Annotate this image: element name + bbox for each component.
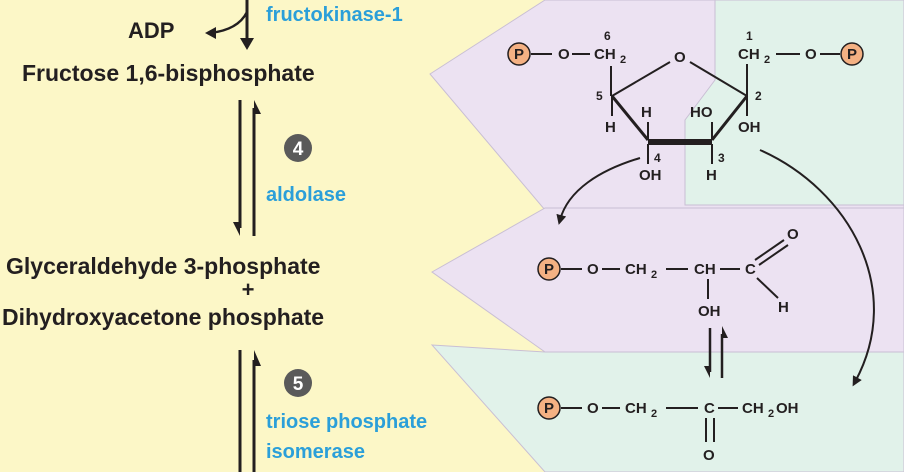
phosphate-p-dhap: P [544, 400, 554, 417]
ester-oxygen-c1: O [805, 46, 817, 63]
step4-number: 4 [293, 139, 304, 160]
g3p-aldehyde-c: C [745, 261, 756, 278]
bond [710, 95, 749, 141]
c3-ho-up: HO [690, 104, 713, 121]
step5-number: 5 [293, 374, 304, 395]
ester-oxygen-dhap: O [587, 400, 599, 417]
carbon-number-4: 4 [654, 151, 661, 165]
enzyme-fructokinase: fructokinase-1 [266, 4, 403, 26]
step4-forward-head [233, 222, 240, 236]
fructose-bisphosphate-label: Fructose 1,6-bisphosphate [22, 60, 315, 86]
top-arrow-head [240, 38, 254, 50]
c4-h-up: H [641, 104, 652, 121]
carbon-number-6: 6 [604, 29, 611, 43]
bond [756, 277, 779, 299]
ketone-side-panel [684, 0, 904, 206]
c2-oh: OH [738, 119, 761, 136]
step4-badge [284, 134, 312, 162]
phosphate-badge-c6 [507, 42, 531, 66]
c1-sub2: 2 [764, 54, 770, 66]
step5-badge [284, 369, 312, 397]
c6-sub2: 2 [620, 54, 626, 66]
g3p-oh: OH [698, 303, 721, 320]
carbon-number-3: 3 [718, 151, 725, 165]
step4-reverse-head [254, 100, 261, 114]
cleavage-arrow-to-dhap [759, 149, 875, 387]
enzyme-triose-isomerase-line1: triose phosphate [266, 411, 427, 433]
ester-oxygen-g3p: O [587, 261, 599, 278]
dhap-sub2: 2 [651, 408, 657, 420]
ester-oxygen-c6: O [558, 46, 570, 63]
dhap-ketone-c: C [704, 400, 715, 417]
g3p-sub2: 2 [651, 269, 657, 281]
dhap-label: Dihydroxyacetone phosphate [2, 304, 324, 330]
isomer-down-head [704, 366, 710, 378]
enzyme-triose-isomerase-line2: isomerase [266, 441, 365, 463]
phosphate-p-c6: P [514, 46, 524, 63]
c1-ch2: CH [738, 46, 760, 63]
isomer-up-head [722, 326, 728, 338]
c5-h-down: H [605, 119, 616, 136]
c4-oh-down: OH [639, 167, 662, 184]
plus-sign: + [242, 277, 255, 302]
phosphate-p-c1: P [847, 46, 857, 63]
carbon-number-1: 1 [746, 29, 753, 43]
phosphate-p-g3p: P [544, 261, 554, 278]
ring-oxygen: O [674, 49, 686, 66]
bond [758, 244, 789, 266]
g3p-ch2: CH [625, 261, 647, 278]
carbon-number-2: 2 [755, 89, 762, 103]
dhap-ch2oh-oh: OH [776, 400, 799, 417]
g3p-structure: P O CH 2 CH C O H OH [537, 226, 799, 320]
dhap-ketone-o: O [703, 447, 715, 464]
g3p-aldehyde-h: H [778, 299, 789, 316]
g3p-ch: CH [694, 261, 716, 278]
step5-reverse-head [254, 350, 261, 366]
dhap-ch2: CH [625, 400, 647, 417]
dhap-ch2oh-sub2: 2 [768, 408, 774, 420]
bond [689, 61, 748, 97]
c3-h-down: H [706, 167, 717, 184]
bond [610, 95, 650, 141]
g3p-callout-panel [431, 207, 904, 353]
phosphate-badge-dhap [537, 396, 561, 420]
dhap-ch2oh-ch: CH [742, 400, 764, 417]
enzyme-aldolase: aldolase [266, 184, 346, 206]
bond [611, 61, 671, 97]
adp-label: ADP [128, 18, 174, 43]
phosphate-badge-c1 [840, 42, 864, 66]
bond [754, 239, 785, 261]
carbon-number-5: 5 [596, 89, 603, 103]
adp-release-arrow-head [205, 27, 216, 39]
g3p-aldehyde-o: O [787, 226, 799, 243]
phosphate-badge-g3p [537, 257, 561, 281]
cleavage-arrow-to-g3p [556, 157, 641, 225]
dhap-structure: P O CH 2 C CH 2 OH O [537, 396, 799, 464]
c6-ch2: CH [594, 46, 616, 63]
g3p-label: Glyceraldehyde 3-phosphate [6, 253, 320, 279]
fructose-ring-structure: P O CH 2 6 O H 5 H OH 4 HO H 3 OH 2 CH 2 [507, 29, 864, 184]
